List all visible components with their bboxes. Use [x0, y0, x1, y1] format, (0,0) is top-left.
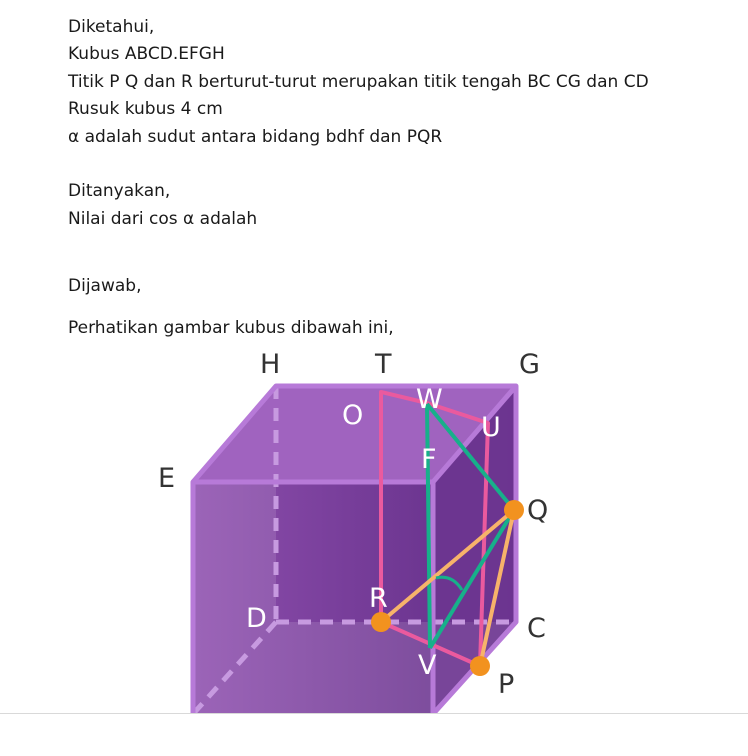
label-t: T [374, 349, 392, 380]
label-q: Q [527, 495, 548, 526]
point-r [371, 612, 391, 632]
label-v: V [418, 650, 437, 681]
asked-heading: Ditanyakan, [68, 181, 171, 202]
pink-plane-outline [379, 390, 490, 668]
cube-front-face [193, 482, 433, 714]
given-heading: Diketahui, [68, 17, 155, 37]
label-h: H [260, 349, 280, 380]
label-f: F [421, 444, 437, 475]
answer-heading: Dijawab, [68, 276, 142, 297]
asked-text: Nilai dari cos α adalah [68, 208, 258, 229]
cube-name: Kubus ABCD.EFGH [68, 44, 225, 65]
orange-line-qp [478, 509, 516, 667]
angle-alpha-arc [435, 575, 464, 591]
cube-figure: H T G W O U E F Q R D C V P [158, 349, 548, 714]
point-p [470, 656, 490, 676]
orange-line-rq [379, 508, 516, 624]
label-w: W [416, 384, 443, 415]
cube-visible-edges [190, 383, 519, 714]
midpoints-statement: Titik P Q dan R berturut-turut merupakan… [68, 71, 649, 92]
label-o: O [342, 400, 363, 431]
label-d: D [246, 603, 267, 634]
edge-fg [431, 384, 518, 484]
green-line-qv [428, 508, 516, 650]
green-line-wv [425, 403, 432, 649]
label-e: E [158, 463, 175, 494]
cube-right-face [433, 386, 516, 714]
label-c: C [527, 613, 546, 644]
page-bottom-divider [0, 713, 748, 714]
problem-text: Diketahui, Kubus ABCD.EFGH Titik P Q dan… [68, 14, 649, 342]
label-p: P [498, 669, 514, 700]
green-line-wq [425, 402, 516, 512]
edge-length: Rusuk kubus 4 cm [68, 99, 223, 120]
angle-definition: α adalah sudut antara bidang bdhf dan PQ… [68, 126, 443, 147]
point-q [504, 500, 524, 520]
label-g: G [519, 349, 540, 380]
figure-intro: Perhatikan gambar kubus dibawah ini, [68, 317, 394, 338]
label-r: R [369, 583, 388, 614]
label-u: U [481, 412, 501, 443]
